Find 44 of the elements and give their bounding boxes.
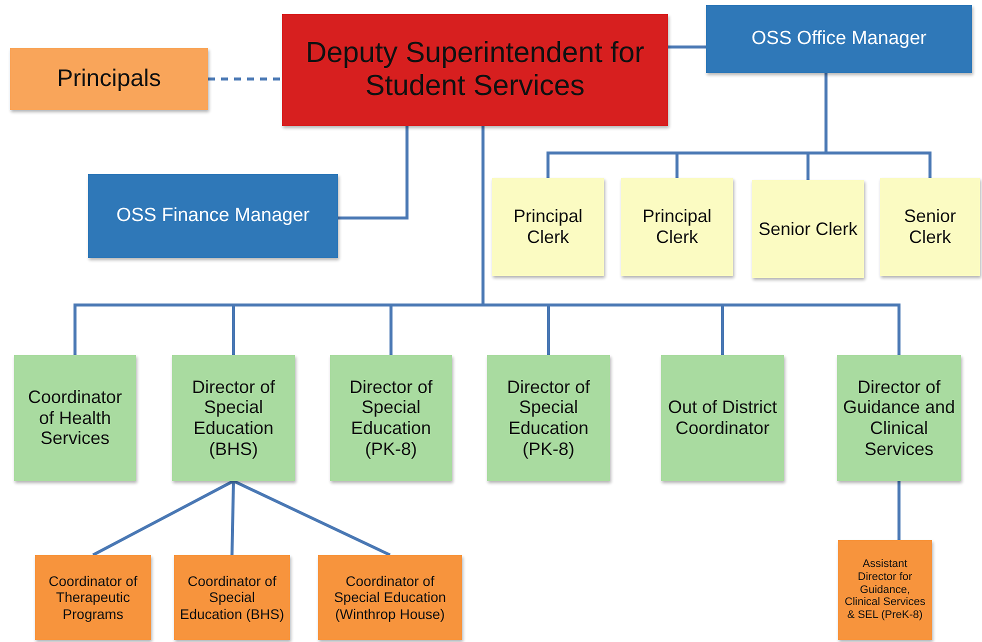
position-box — [838, 540, 932, 640]
position-title: Assistant Director for Guidance, Clinical Services & SEL (PreK-8) — [844, 558, 926, 622]
position-title: Director of Special Education (BHS) — [190, 376, 276, 460]
position-box — [487, 355, 610, 481]
position-box — [88, 174, 338, 258]
connector-line — [898, 481, 900, 540]
position-box — [661, 355, 784, 481]
position-title: Coordinator of Special Education (Winthrop House) — [332, 573, 448, 622]
connector-line — [668, 46, 706, 48]
position-title: Out of District Coordinator — [666, 397, 778, 439]
position-title: Coordinator of Therapeutic Programs — [48, 573, 138, 622]
position-box — [706, 5, 972, 73]
position-title: Principals — [56, 65, 162, 93]
position-title: OSS Finance Manager — [116, 205, 310, 227]
position-title: Senior Clerk — [902, 206, 958, 248]
position-title: Coordinator of Health Services — [26, 386, 124, 450]
position-box — [621, 178, 733, 276]
position-box — [172, 355, 295, 481]
position-title: OSS Office Manager — [752, 28, 926, 50]
position-title: Director of Special Education (PK-8) — [348, 376, 434, 460]
position-box — [318, 555, 462, 640]
position-box — [752, 180, 864, 278]
connector-line — [230, 480, 235, 556]
position-title: Principal Clerk — [512, 206, 584, 248]
position-box — [330, 355, 452, 481]
position-title: Principal Clerk — [641, 206, 713, 248]
position-box — [492, 178, 604, 276]
position-box — [880, 178, 980, 276]
position-box — [35, 555, 151, 640]
dashed-connector — [208, 78, 282, 80]
connector-line — [92, 480, 234, 556]
position-title: Director of Guidance and Clinical Services — [842, 376, 956, 460]
position-box — [282, 14, 668, 126]
connector-line — [338, 126, 408, 220]
connector-line — [824, 73, 932, 178]
position-box — [837, 355, 961, 481]
position-title: Senior Clerk — [758, 218, 858, 240]
position-title: Deputy Superintendent for Student Services — [304, 36, 646, 104]
connector-line — [232, 480, 391, 556]
position-box — [174, 555, 290, 640]
position-box — [14, 355, 136, 481]
position-box — [10, 48, 208, 110]
position-title: Coordinator of Special Education (BHS) — [178, 573, 286, 622]
position-title: Director of Special Education (PK-8) — [506, 376, 592, 460]
